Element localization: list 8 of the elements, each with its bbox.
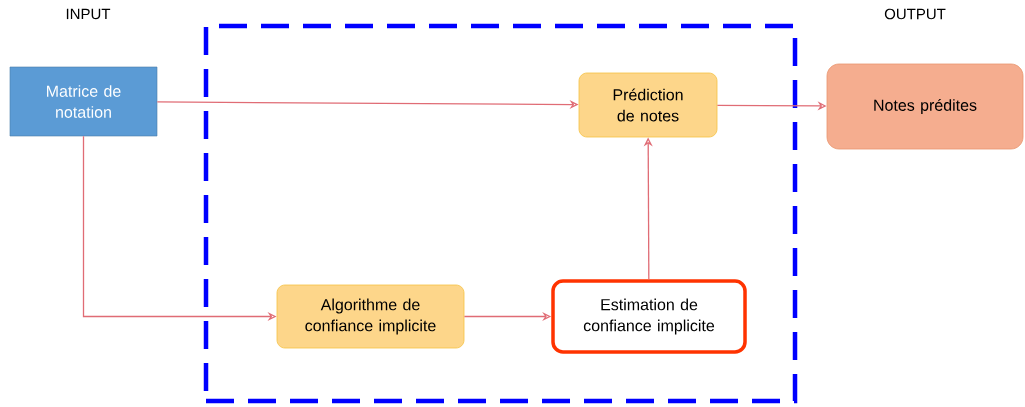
section-label: INPUT [66,8,111,20]
process-box: Prédiction de notes [578,72,718,138]
input-box: Matrice de notation [9,66,158,137]
result-box: Estimation de confiance implicite [551,279,747,354]
section-label: OUTPUT [884,8,946,20]
process-box: Algorithme de confiance implicite [276,284,465,349]
dashed-region [203,23,798,404]
output-box: Notes prédites [826,63,1024,150]
